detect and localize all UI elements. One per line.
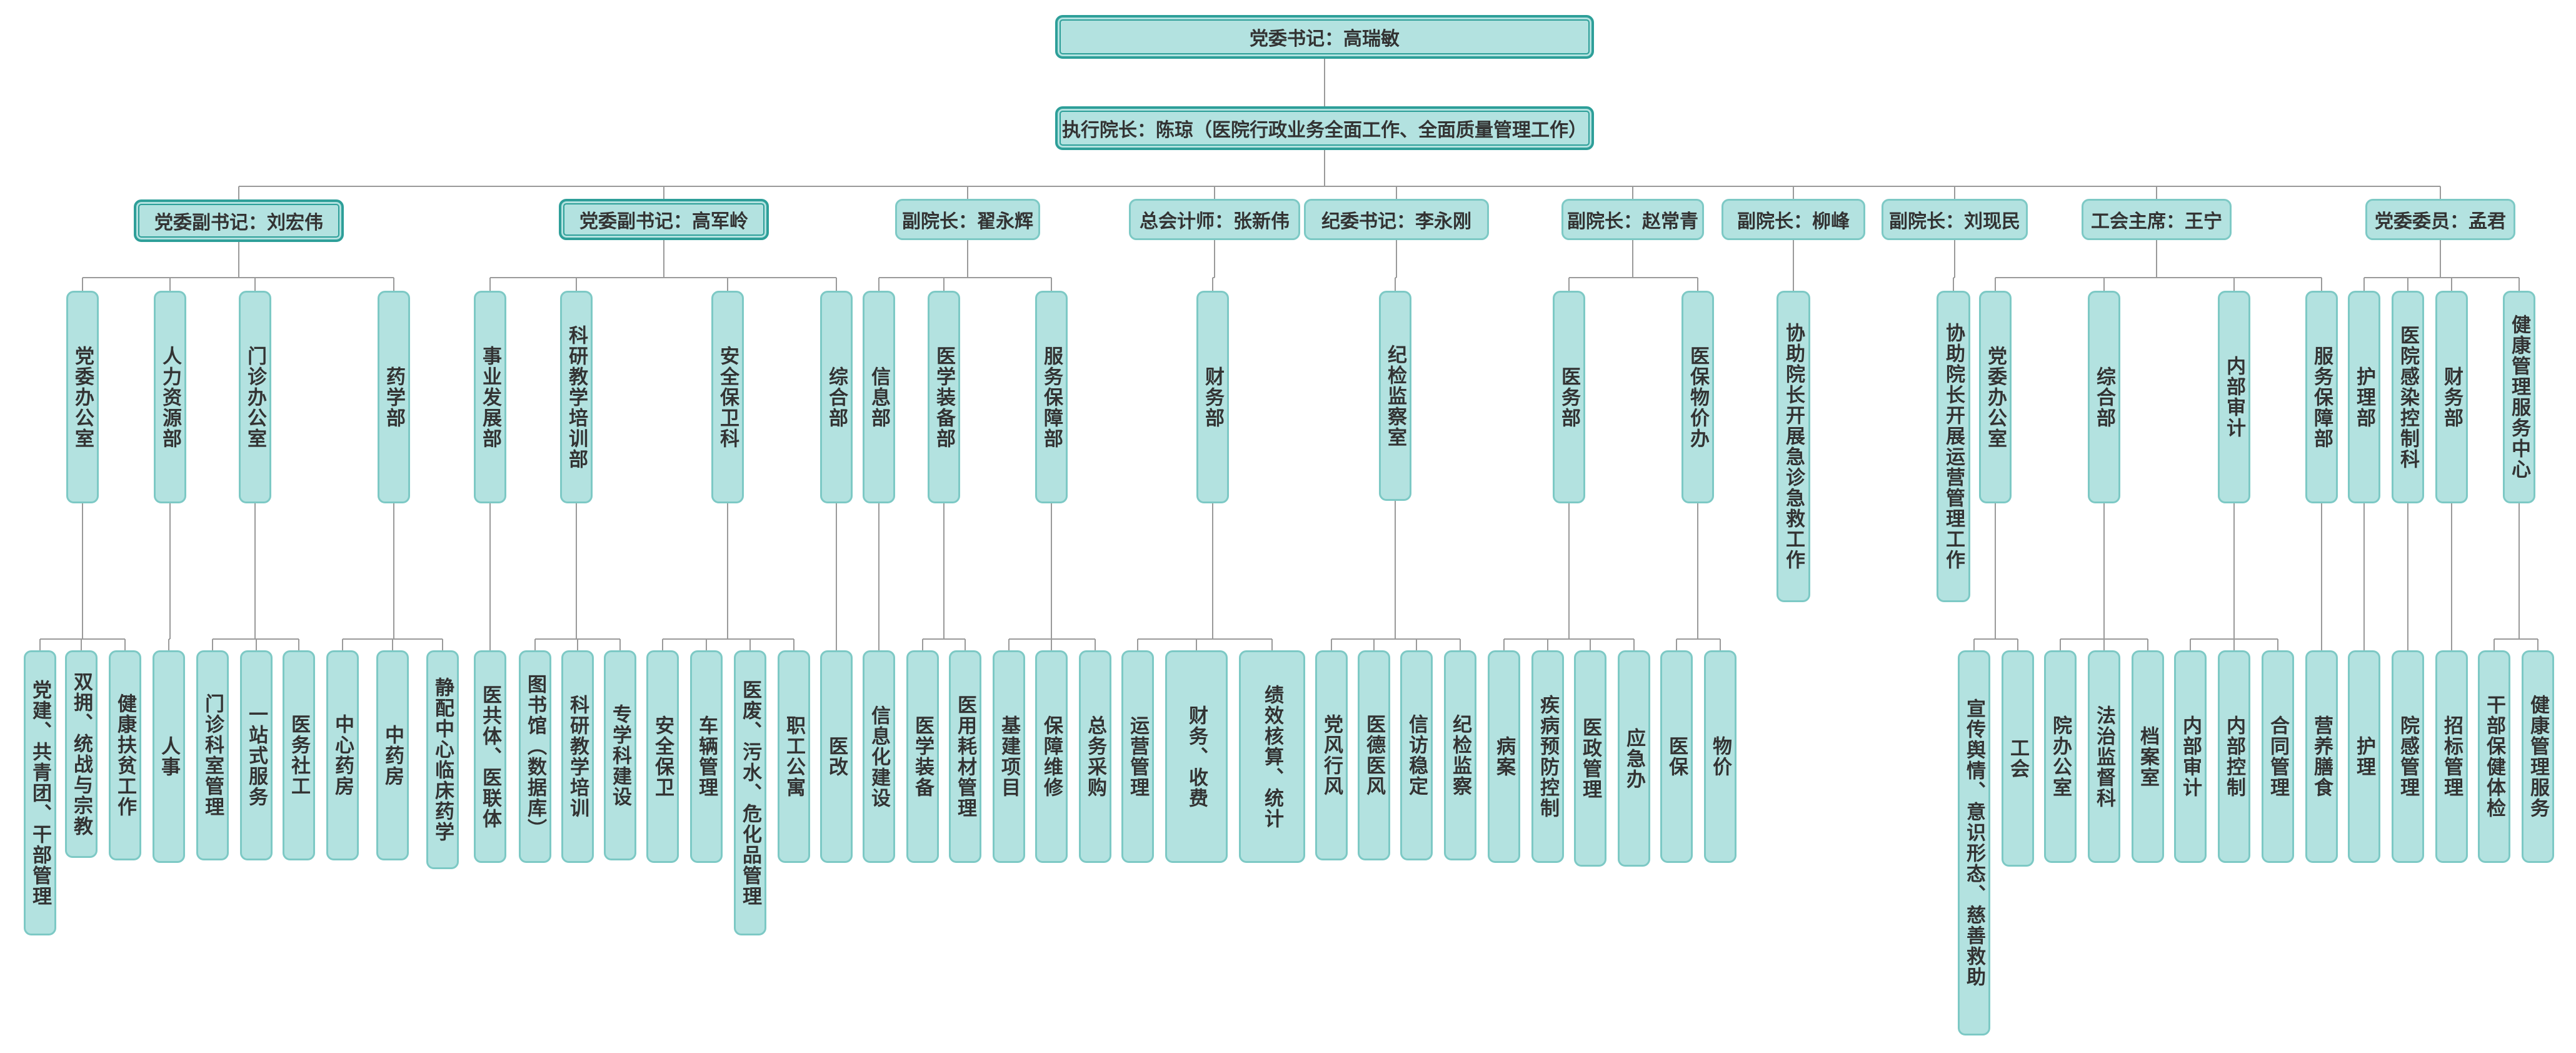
- node-item: 应急办: [1618, 650, 1650, 867]
- node-dept: 健康管理服务中心: [2503, 291, 2535, 503]
- node-leader-deputy-secretary-liu: 党委副书记：刘宏伟: [134, 199, 344, 242]
- node-dept: 医院感染控制科: [2392, 291, 2424, 503]
- node-dept: 医保物价办: [1681, 291, 1714, 503]
- node-item: 医用耗材管理: [949, 650, 981, 863]
- node-dept: 综合部: [820, 291, 853, 503]
- node-item: 内部审计: [2174, 650, 2207, 863]
- node-item: 宣传舆情、意识形态、慈善救助: [1958, 650, 1990, 1035]
- node-item: 纪检监察: [1444, 650, 1476, 860]
- node-leader-vice-president-liu-feng: 副院长：柳峰: [1722, 199, 1865, 240]
- node-item: 工会: [2002, 650, 2034, 867]
- node-dept: 药学部: [378, 291, 410, 503]
- node-dept: 人力资源部: [154, 291, 186, 503]
- node-executive-president: 执行院长：陈琼（医院行政业务全面工作、全面质量管理工作）: [1055, 106, 1594, 150]
- node-item: 绩效核算、统计: [1239, 650, 1305, 863]
- node-dept: 协助院长开展运营管理工作: [1937, 291, 1970, 602]
- node-item: 科研教学培训: [561, 650, 594, 863]
- node-item: 医学装备: [906, 650, 939, 863]
- node-item: 医改: [820, 650, 853, 863]
- node-item: 法治监督科: [2088, 650, 2120, 863]
- node-item: 基建项目: [993, 650, 1025, 863]
- node-item: 党风行风: [1315, 650, 1348, 860]
- node-leader-vice-president-zhai: 副院长：翟永辉: [895, 199, 1040, 240]
- node-leader-vice-president-liu-xianmin: 副院长：刘现民: [1882, 199, 2028, 240]
- node-dept: 事业发展部: [474, 291, 506, 503]
- node-item: 保障维修: [1035, 650, 1068, 863]
- node-item: 医政管理: [1574, 650, 1606, 867]
- node-dept: 党委办公室: [66, 291, 99, 503]
- node-dept: 信息部: [863, 291, 895, 503]
- node-item: 中药房: [376, 650, 409, 860]
- node-item: 门诊科室管理: [196, 650, 229, 860]
- node-item: 车辆管理: [690, 650, 723, 863]
- node-item: 营养膳食: [2305, 650, 2338, 863]
- node-item: 院感管理: [2392, 650, 2424, 863]
- node-item: 中心药房: [326, 650, 359, 860]
- node-item: 专学科建设: [604, 650, 636, 860]
- node-item: 招标管理: [2435, 650, 2468, 863]
- node-item: 医德医风: [1358, 650, 1390, 860]
- node-item: 内部控制: [2218, 650, 2250, 863]
- node-dept: 纪检监察室: [1379, 291, 1411, 501]
- node-item: 总务采购: [1079, 650, 1111, 863]
- node-item: 财务、收费: [1165, 650, 1228, 863]
- node-item: 党建、共青团、干部管理: [24, 650, 56, 935]
- node-dept: 服务保障部: [1035, 291, 1068, 503]
- node-item: 病案: [1488, 650, 1520, 863]
- node-item: 静配中心临床药学: [426, 650, 459, 869]
- node-item: 疾病预防控制: [1531, 650, 1564, 863]
- node-dept: 协助院长开展急诊急救工作: [1777, 291, 1810, 602]
- node-item: 图书馆（数据库）: [519, 650, 551, 863]
- node-item: 双拥、统战与宗教: [65, 650, 98, 858]
- node-item: 信访稳定: [1400, 650, 1433, 860]
- node-dept: 服务保障部: [2305, 291, 2338, 503]
- node-item: 合同管理: [2262, 650, 2294, 863]
- node-leader-party-committee-member: 党委委员：孟君: [2365, 199, 2515, 240]
- node-item: 档案室: [2132, 650, 2164, 863]
- node-item: 信息化建设: [863, 650, 895, 863]
- node-dept: 门诊办公室: [239, 291, 271, 503]
- node-item: 医废、污水、危化品管理: [734, 650, 766, 935]
- node-item: 运营管理: [1121, 650, 1154, 863]
- node-dept: 财务部: [2435, 291, 2468, 503]
- node-item: 护理: [2348, 650, 2380, 863]
- node-item: 健康管理服务: [2522, 650, 2554, 863]
- node-leader-union-chair: 工会主席：王宁: [2082, 199, 2232, 240]
- node-item: 人事: [153, 650, 185, 863]
- node-item: 医共体、医联体: [474, 650, 506, 863]
- node-dept: 医务部: [1553, 291, 1585, 503]
- node-dept: 内部审计: [2218, 291, 2250, 503]
- node-item: 健康扶贫工作: [109, 650, 141, 860]
- node-item: 物价: [1704, 650, 1737, 863]
- node-item: 职工公寓: [778, 650, 810, 863]
- node-dept: 护理部: [2348, 291, 2380, 503]
- node-item: 医务社工: [283, 650, 315, 860]
- node-dept: 医学装备部: [928, 291, 960, 503]
- node-item: 干部保健体检: [2478, 650, 2510, 863]
- node-leader-discipline-secretary: 纪委书记：李永刚: [1304, 199, 1489, 240]
- node-dept: 安全保卫科: [711, 291, 744, 503]
- node-leader-vice-president-zhao: 副院长：赵常青: [1561, 199, 1704, 240]
- node-dept: 财务部: [1196, 291, 1229, 503]
- node-leader-chief-accountant: 总会计师：张新伟: [1129, 199, 1300, 240]
- node-party-secretary: 党委书记：高瑞敏: [1055, 15, 1594, 59]
- node-item: 医保: [1660, 650, 1693, 863]
- node-item: 安全保卫: [646, 650, 679, 863]
- node-item: 一站式服务: [240, 650, 273, 860]
- node-dept: 综合部: [2088, 291, 2120, 503]
- node-dept: 党委办公室: [1979, 291, 2012, 503]
- node-dept: 科研教学培训部: [560, 291, 593, 503]
- node-item: 院办公室: [2044, 650, 2077, 863]
- node-leader-deputy-secretary-gao: 党委副书记：高军岭: [559, 199, 769, 240]
